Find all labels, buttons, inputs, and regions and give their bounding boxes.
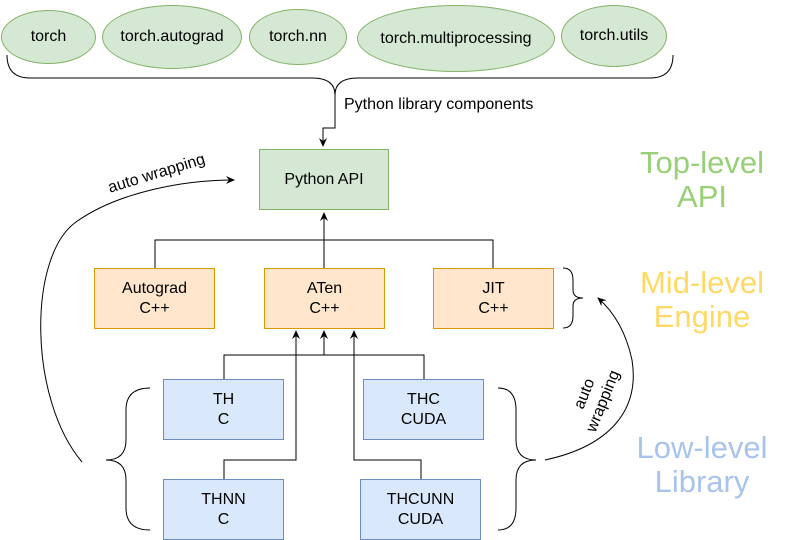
- auto-wrapping-right-curve: [544, 297, 634, 461]
- level-line: Engine: [653, 299, 751, 334]
- node-subtitle: CUDA: [397, 510, 444, 528]
- autograd-node: Autograd C++: [94, 268, 215, 329]
- module-label: torch: [30, 28, 67, 45]
- mid-to-api-connector: [154, 239, 494, 268]
- aten-node: ATen C++: [264, 268, 385, 329]
- thnn-to-aten-arrow: [223, 330, 300, 480]
- node-subtitle: C++: [139, 299, 170, 317]
- module-label: torch.multiprocessing: [380, 29, 532, 47]
- modules-brace: [6, 54, 674, 96]
- low-right-brace: [497, 387, 537, 531]
- level-line: Library: [654, 464, 750, 499]
- module-torch-multiprocessing: torch.multiprocessing: [357, 5, 555, 72]
- node-title: THNN: [201, 490, 246, 508]
- module-torch-autograd: torch.autograd: [102, 5, 242, 69]
- node-subtitle: C: [217, 510, 230, 528]
- level-line: Low-level: [636, 430, 768, 465]
- node-title: ATen: [306, 279, 343, 297]
- level-line: Mid-level: [639, 265, 765, 300]
- auto-wrapping-left-curve: [40, 176, 235, 463]
- python-api-label: Python API: [284, 170, 364, 188]
- level-low-label: Low-level Library: [612, 431, 792, 499]
- level-line: API: [677, 179, 727, 214]
- thcunn-node: THCUNN CUDA: [360, 479, 481, 540]
- module-label: torch.nn: [269, 28, 327, 45]
- module-torch-utils: torch.utils: [561, 5, 667, 67]
- thcunn-to-aten-arrow: [350, 330, 422, 480]
- node-title: TH: [212, 390, 235, 408]
- mid-right-brace: [562, 267, 584, 329]
- node-subtitle: CUDA: [400, 410, 447, 428]
- node-title: THC: [407, 390, 440, 408]
- level-top-label: Top-level API: [612, 146, 792, 214]
- node-title: JIT: [482, 279, 505, 297]
- module-torch: torch: [1, 10, 96, 64]
- module-label: torch.utils: [579, 27, 649, 44]
- module-torch-nn: torch.nn: [249, 9, 347, 65]
- level-mid-label: Mid-level Engine: [612, 266, 792, 334]
- node-title: THCUNN: [386, 490, 455, 508]
- level-line: Top-level: [639, 145, 765, 180]
- components-arrow: [319, 95, 336, 147]
- thc-node: THC CUDA: [363, 379, 484, 440]
- node-subtitle: C++: [478, 299, 509, 317]
- python-api-node: Python API: [259, 149, 389, 210]
- thnn-node: THNN C: [163, 479, 284, 540]
- node-title: Autograd: [122, 279, 187, 297]
- python-components-label: Python library components: [344, 96, 534, 113]
- node-subtitle: C++: [309, 299, 340, 317]
- th-thc-connector: [223, 354, 425, 380]
- module-label: torch.autograd: [120, 28, 224, 45]
- auto-wrapping-left-label: auto wrapping: [106, 151, 207, 197]
- th-node: TH C: [163, 379, 284, 440]
- node-subtitle: C: [217, 410, 230, 428]
- low-left-brace: [105, 387, 151, 531]
- jit-node: JIT C++: [433, 268, 554, 329]
